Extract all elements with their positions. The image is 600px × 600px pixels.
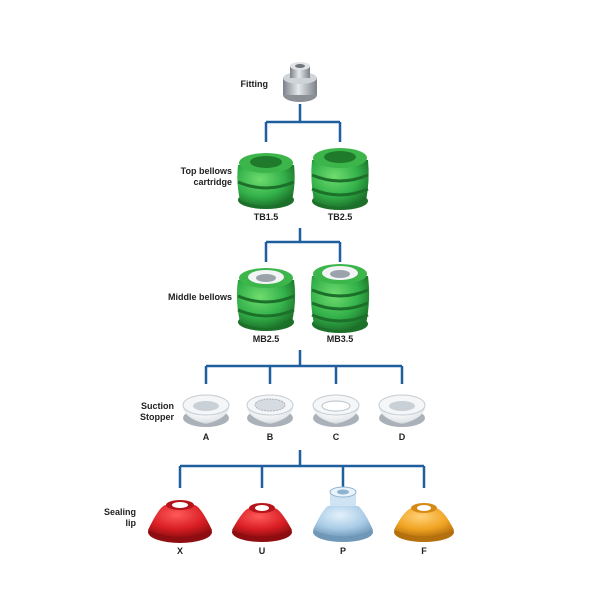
row-label-sealing-lip: Sealing lip [103, 507, 136, 528]
caption-lip-u: U [258, 546, 266, 556]
caption-tb2-5: TB2.5 [327, 212, 353, 222]
bellows-mb2-5-icon [236, 268, 296, 331]
connector-top-middle [264, 228, 342, 262]
stopper-b-icon [246, 394, 294, 427]
stopper-a-icon [182, 394, 230, 427]
fitting-icon [283, 62, 317, 102]
lip-u-icon [232, 503, 292, 542]
caption-lip-x: X [176, 546, 183, 556]
stopper-d-icon [378, 394, 426, 427]
lip-f-icon [394, 503, 454, 542]
lip-x-icon [148, 500, 212, 543]
row-label-top-bellows: Top bellows cartridge [180, 166, 232, 187]
caption-lip-p: P [339, 546, 346, 556]
lip-p-icon [313, 486, 373, 542]
caption-stopper-c: C [332, 432, 340, 442]
row-label-middle-bellows: Middle bellows [167, 292, 232, 302]
caption-mb3-5: MB3.5 [326, 334, 354, 344]
caption-stopper-b: B [266, 432, 274, 442]
caption-stopper-d: D [398, 432, 406, 442]
caption-lip-f: F [421, 546, 427, 556]
connector-middle-stopper [204, 350, 404, 384]
connector-fitting-top [264, 104, 342, 142]
row-label-fitting: Fitting [240, 79, 269, 89]
caption-stopper-a: A [202, 432, 210, 442]
row-label-suction-stopper: Suction Stopper [139, 401, 174, 422]
bellows-tb2-5-icon [311, 148, 369, 210]
connector-lines [178, 104, 426, 488]
caption-tb1-5: TB1.5 [253, 212, 279, 222]
bellows-tb1-5-icon [237, 153, 295, 209]
stopper-c-icon [312, 394, 360, 427]
bellows-mb3-5-icon [310, 264, 370, 333]
connector-stopper-lip [178, 450, 426, 488]
caption-mb2-5: MB2.5 [252, 334, 280, 344]
